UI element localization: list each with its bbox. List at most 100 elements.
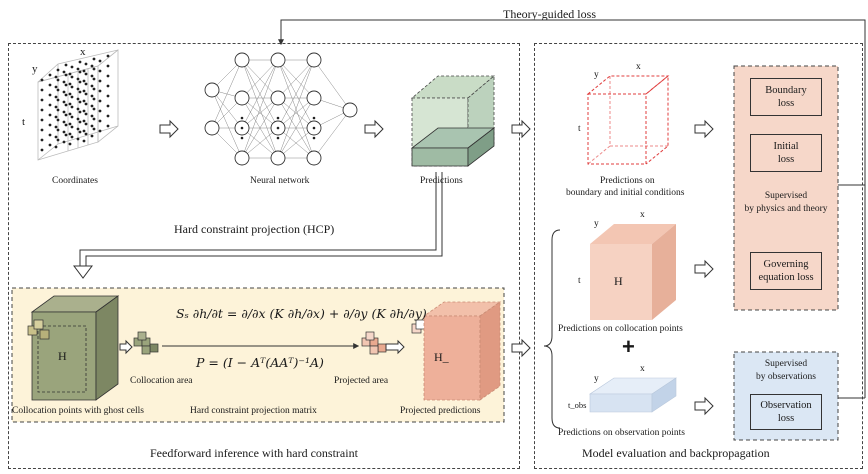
collocation-area-label: Collocation area	[130, 376, 193, 386]
coordinate-point	[62, 100, 66, 104]
coordinate-point	[84, 132, 88, 136]
coordinates-grid	[37, 49, 119, 161]
nn-ellipsis-dot	[276, 136, 280, 140]
theory-guided-loss-label: Theory-guided loss	[503, 7, 596, 21]
nn-node	[342, 102, 358, 118]
coordinate-point	[68, 92, 72, 96]
coordinate-point	[78, 130, 82, 134]
feedforward-title: Feedforward inference with hard constrai…	[150, 446, 358, 460]
nn-ellipsis-dot	[276, 126, 280, 130]
coordinate-point	[62, 130, 66, 134]
coordinate-point	[54, 145, 58, 149]
nn-ellipsis-dot	[312, 116, 316, 120]
coordinate-point	[106, 94, 110, 98]
coordinate-point	[54, 125, 58, 129]
coordinate-point	[56, 68, 60, 72]
coordinate-point	[78, 120, 82, 124]
observation-axis-y: y	[594, 374, 599, 384]
coordinate-point	[82, 119, 86, 123]
coordinate-point	[68, 102, 72, 106]
coordinate-point	[48, 93, 52, 97]
coordinate-point	[70, 125, 74, 129]
coordinate-point	[84, 82, 88, 86]
coordinate-point	[48, 123, 52, 127]
governing-equation: Sₛ ∂h/∂t = ∂/∂x (K ∂h/∂x) + ∂/∂y (K ∂h/∂…	[176, 306, 427, 321]
nn-connection	[241, 127, 279, 159]
coordinate-point	[68, 132, 72, 136]
governing-loss-line2: equation loss	[758, 272, 814, 283]
coordinate-point	[98, 129, 102, 133]
coordinate-point	[76, 107, 80, 111]
coordinate-point	[92, 77, 96, 81]
coordinate-point	[98, 59, 102, 63]
coordinate-point	[48, 143, 52, 147]
boundary-loss-line2: loss	[777, 98, 795, 109]
coordinate-point	[54, 135, 58, 139]
coordinate-point	[106, 74, 110, 78]
hcp-matrix-label: Hard constraint projection matrix	[190, 406, 317, 416]
coordinate-point	[48, 73, 52, 77]
coordinate-point	[76, 87, 80, 91]
coordinate-point	[76, 97, 80, 101]
initial-loss-line1: Initial	[773, 141, 799, 152]
coordinate-point	[98, 119, 102, 123]
coordinate-point	[70, 115, 74, 119]
nn-connection	[313, 59, 351, 111]
nn-node	[234, 90, 250, 106]
coordinate-point	[40, 108, 44, 112]
coordinate-point	[62, 120, 66, 124]
coordinate-point	[90, 124, 94, 128]
coordinate-point	[106, 104, 110, 108]
nn-ellipsis-dot	[312, 126, 316, 130]
coordinate-point	[78, 110, 82, 114]
hcp-arrows	[119, 339, 405, 355]
coordinate-point	[76, 137, 80, 141]
coordinate-point	[98, 79, 102, 83]
nn-connection	[211, 59, 243, 129]
coordinate-point	[70, 95, 74, 99]
nn-connection	[277, 59, 315, 159]
governing-loss-box: Governing equation loss	[750, 252, 822, 290]
coordinate-point	[106, 124, 110, 128]
left-panel	[8, 43, 520, 469]
projected-cube-label: H_	[434, 350, 449, 364]
coordinate-point	[92, 107, 96, 111]
coordinate-point	[64, 133, 68, 137]
nn-node	[270, 52, 286, 68]
coordinates-label: Coordinates	[52, 176, 98, 186]
coordinate-point	[84, 62, 88, 66]
governing-loss-line1: Governing	[763, 259, 809, 270]
coordinate-point	[90, 104, 94, 108]
nn-connection	[277, 59, 315, 129]
observation-supervised-line1: Supervised	[764, 359, 808, 369]
coordinate-point	[90, 84, 94, 88]
observation-supervised-line2: by observations	[756, 372, 816, 382]
coordinate-point	[68, 122, 72, 126]
coordinate-point	[92, 87, 96, 91]
hcp-title: Hard constraint projection (HCP)	[174, 222, 335, 236]
collocation-cube-label: H	[58, 349, 67, 363]
theory-loss-feedback-line	[278, 19, 866, 399]
collocation-axis-t: t	[578, 276, 581, 286]
coordinate-point	[56, 88, 60, 92]
nn-connection	[241, 97, 279, 129]
coordinate-point	[92, 57, 96, 61]
right-panel-title: Model evaluation and backpropagation	[582, 446, 770, 460]
coordinate-point	[54, 115, 58, 119]
nn-connection	[241, 59, 279, 99]
nn-node	[306, 52, 322, 68]
coordinate-point	[78, 80, 82, 84]
collocation-axis-x: x	[640, 210, 645, 220]
coordinate-point	[84, 72, 88, 76]
physics-supervised-line2: by physics and theory	[744, 204, 828, 214]
coordinate-point	[106, 64, 110, 68]
physics-supervised-label: Supervised by physics and theory	[736, 190, 836, 216]
coordinate-point	[82, 129, 86, 133]
coordinate-point	[68, 112, 72, 116]
coordinate-point	[40, 98, 44, 102]
coordinate-point	[40, 78, 44, 82]
initial-loss-line2: loss	[777, 154, 795, 165]
